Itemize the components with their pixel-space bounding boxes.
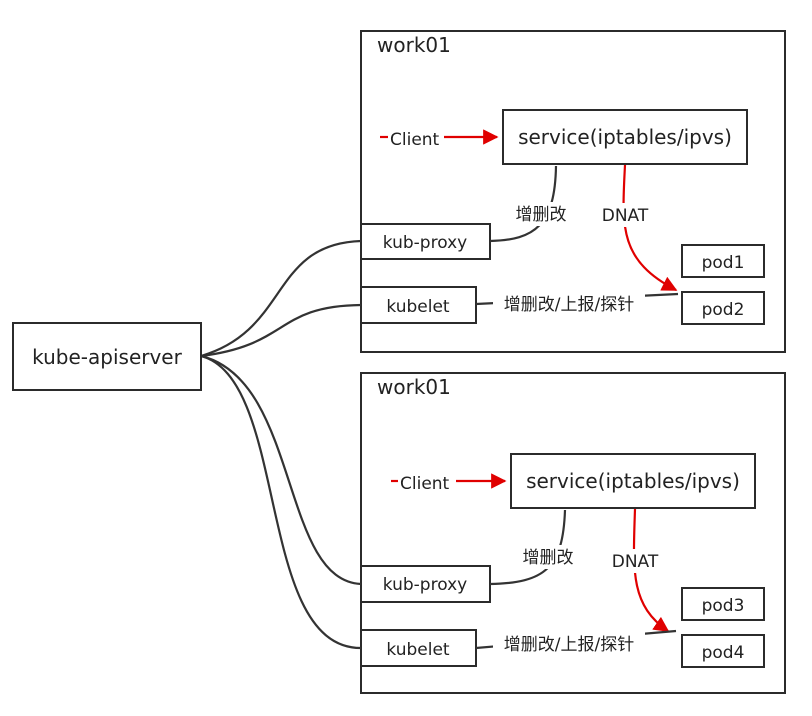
- kubelet-label: kubelet: [386, 640, 450, 660]
- kub-proxy-box[interactable]: [360, 565, 491, 603]
- pod-box[interactable]: [681, 291, 765, 325]
- pod-label: pod2: [702, 300, 745, 320]
- dnat-label-bg: [595, 203, 655, 227]
- dnat-arrow: [622, 164, 678, 291]
- kub-proxy-label: kub-proxy: [383, 575, 467, 595]
- apiserver-edges: [200, 239, 362, 650]
- proxy-edge-label: 增删改: [523, 548, 574, 568]
- apiserver-to-kub-proxy-2-edge: [200, 354, 362, 586]
- proxy-edge-label: 增删改: [516, 205, 567, 225]
- kubelet-edge-label-bg: [493, 631, 645, 657]
- service-label: service(iptables/ipvs): [526, 469, 740, 493]
- kube-apiserver-box[interactable]: [12, 322, 202, 391]
- kubelet-edge-label: 增删改/上报/探针: [504, 635, 634, 655]
- proxy-edge-label-bg: [505, 202, 575, 226]
- apiserver: kube-apiserver: [12, 322, 202, 391]
- pod-label: pod3: [702, 596, 745, 616]
- service-box[interactable]: [510, 453, 756, 509]
- pod-label: pod1: [702, 253, 745, 273]
- kube-apiserver-label: kube-apiserver: [32, 345, 182, 369]
- pod-box[interactable]: [681, 634, 765, 668]
- dnat-label: DNAT: [602, 206, 649, 226]
- node-1: work01 Client service(iptables/ipvs) kub…: [360, 30, 786, 353]
- client-label: Client: [390, 130, 440, 150]
- client-label: Client: [400, 474, 450, 494]
- service-box[interactable]: [502, 109, 748, 165]
- pod-box[interactable]: [681, 244, 765, 278]
- proxy-edge-label-bg: [513, 545, 583, 569]
- apiserver-to-kub-proxy-1-edge: [200, 239, 362, 358]
- apiserver-to-kubelet-1-edge: [200, 303, 362, 358]
- node-1-title: work01: [377, 33, 451, 57]
- kubelet-edge-label-bg: [493, 291, 645, 317]
- node-2: work01 Client service(iptables/ipvs) kub…: [360, 372, 786, 694]
- dnat-arrow: [632, 508, 670, 632]
- kubelet-edge-label: 增删改/上报/探针: [504, 295, 634, 315]
- pod-box[interactable]: [681, 587, 765, 621]
- dnat-label-bg: [605, 549, 665, 573]
- pod-label: pod4: [702, 643, 745, 663]
- kub-proxy-label: kub-proxy: [383, 233, 467, 253]
- service-label: service(iptables/ipvs): [518, 125, 732, 149]
- node-2-title: work01: [377, 375, 451, 399]
- kubelet-label: kubelet: [386, 297, 450, 317]
- dnat-label: DNAT: [612, 552, 659, 572]
- apiserver-to-kubelet-2-edge: [200, 354, 362, 650]
